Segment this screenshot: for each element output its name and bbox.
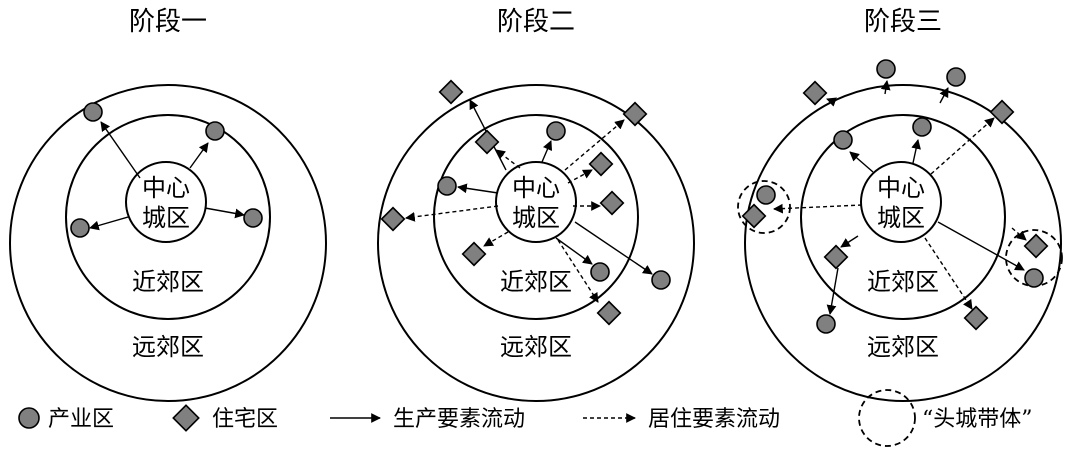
industrial-zone-dot — [1024, 268, 1044, 288]
inner-suburb-ring — [800, 114, 1006, 320]
production-flow-arrow — [189, 142, 209, 169]
residential-zone-diamond — [438, 79, 464, 105]
production-flow-arrow — [204, 207, 245, 219]
stage-title: 阶段三 — [864, 7, 942, 37]
core-label-bottom: 城区 — [877, 204, 925, 232]
legend-industrial-label: 产业区 — [48, 407, 114, 432]
production-flow-arrow — [100, 121, 141, 179]
industrial-zone-dot — [70, 218, 90, 238]
city-center-circle — [860, 161, 942, 243]
industrial-zone-dot — [590, 262, 610, 282]
residential-zone-diamond — [588, 151, 614, 177]
production-flow-arrow — [911, 139, 921, 164]
legend-residential-icon — [172, 404, 200, 432]
residential-flow-arrow — [567, 169, 593, 184]
city-center-circle — [125, 161, 207, 243]
core-label-top: 中心 — [877, 174, 925, 202]
legend-industrial-icon — [18, 407, 40, 429]
outer-suburb-ring — [744, 84, 1062, 402]
residential-flow-arrow — [495, 149, 521, 169]
residential-flow-arrow — [557, 239, 599, 303]
inner-suburb-label: 近郊区 — [132, 268, 204, 296]
residential-zone-diamond — [622, 101, 648, 127]
industrial-zone-dot — [876, 59, 896, 79]
legend: 产业区 住宅区 生产要素流动 居住要素流动 “头城带体” — [18, 389, 1033, 447]
stage-two: 阶段二 中心 城区 近郊区 远郊区 — [377, 7, 695, 402]
industrial-zone-dot — [83, 102, 103, 122]
outer-suburb-label: 远郊区 — [500, 333, 572, 361]
residential-zone-diamond — [989, 99, 1015, 125]
stage-title: 阶段二 — [497, 7, 575, 37]
core-label-top: 中心 — [512, 174, 560, 202]
residential-zone-diamond — [1023, 233, 1049, 259]
legend-residential-label: 住宅区 — [212, 407, 278, 432]
inner-suburb-ring — [433, 114, 639, 320]
outer-suburb-label: 远郊区 — [132, 333, 204, 361]
production-flow-arrow — [89, 216, 129, 231]
core-label-bottom: 城区 — [512, 204, 560, 232]
production-flow-arrow — [939, 87, 949, 104]
outer-suburb-ring — [377, 84, 695, 402]
industrial-zone-dot — [243, 208, 263, 228]
city-belt-cluster — [737, 180, 791, 234]
outer-suburb-ring — [9, 84, 327, 402]
core-label-bottom: 城区 — [142, 204, 190, 232]
stage-three: 阶段三 中心 城区 近郊区 远郊区 — [737, 7, 1063, 402]
inner-suburb-label: 近郊区 — [867, 268, 939, 296]
industrial-zone-dot — [651, 270, 671, 290]
residential-zone-diamond — [596, 300, 622, 326]
legend-city-belt-label: “头城带体” — [922, 407, 1033, 432]
production-flow-arrow — [541, 140, 553, 163]
residential-zone-diamond — [474, 129, 500, 155]
legend-production-flow-label: 生产要素流动 — [393, 407, 525, 432]
legend-residential-flow-label: 居住要素流动 — [648, 407, 780, 432]
production-flow-arrow — [826, 267, 839, 315]
industrial-zone-dot — [946, 67, 966, 87]
industrial-zone-dot — [816, 314, 836, 334]
production-flow-arrow — [457, 183, 499, 194]
production-flow-arrow — [574, 221, 653, 275]
residential-flow-arrow — [1011, 227, 1027, 241]
outer-suburb-label: 远郊区 — [867, 333, 939, 361]
industrial-zone-dot — [833, 130, 853, 150]
residential-flow-arrow — [564, 119, 625, 171]
production-flow-arrow — [840, 235, 859, 248]
residential-zone-diamond — [461, 241, 487, 267]
residential-zone-diamond — [599, 190, 625, 216]
city-center-circle — [495, 161, 577, 243]
inner-suburb-ring — [65, 114, 271, 320]
stage-one: 阶段一 中心 城区 近郊区 远郊区 — [9, 7, 327, 402]
industrial-zone-dot — [912, 117, 932, 137]
residential-flow-arrow — [930, 117, 995, 175]
industrial-zone-dot — [756, 185, 776, 205]
residential-flow-arrow — [826, 97, 837, 107]
inner-suburb-label: 近郊区 — [500, 268, 572, 296]
residential-zone-diamond — [963, 305, 989, 331]
residential-zone-diamond — [380, 206, 406, 232]
production-flow-arrow — [880, 80, 891, 95]
legend-city-belt-icon — [858, 389, 916, 447]
core-label-top: 中心 — [142, 174, 190, 202]
production-flow-arrow — [849, 151, 874, 173]
industrial-zone-dot — [437, 176, 457, 196]
production-flow-arrow — [555, 237, 593, 265]
residential-flow-arrow — [405, 205, 499, 222]
production-flow-arrow — [937, 221, 1025, 271]
residential-flow-arrow — [773, 203, 863, 214]
residential-flow-arrow — [924, 237, 973, 310]
residential-zone-diamond — [802, 80, 828, 106]
industrial-zone-dot — [205, 121, 225, 141]
residential-zone-diamond — [823, 244, 849, 270]
residential-zone-diamond — [741, 203, 767, 229]
stage-title: 阶段一 — [129, 7, 207, 37]
residential-flow-arrow — [483, 231, 509, 247]
industrial-zone-dot — [546, 121, 566, 141]
